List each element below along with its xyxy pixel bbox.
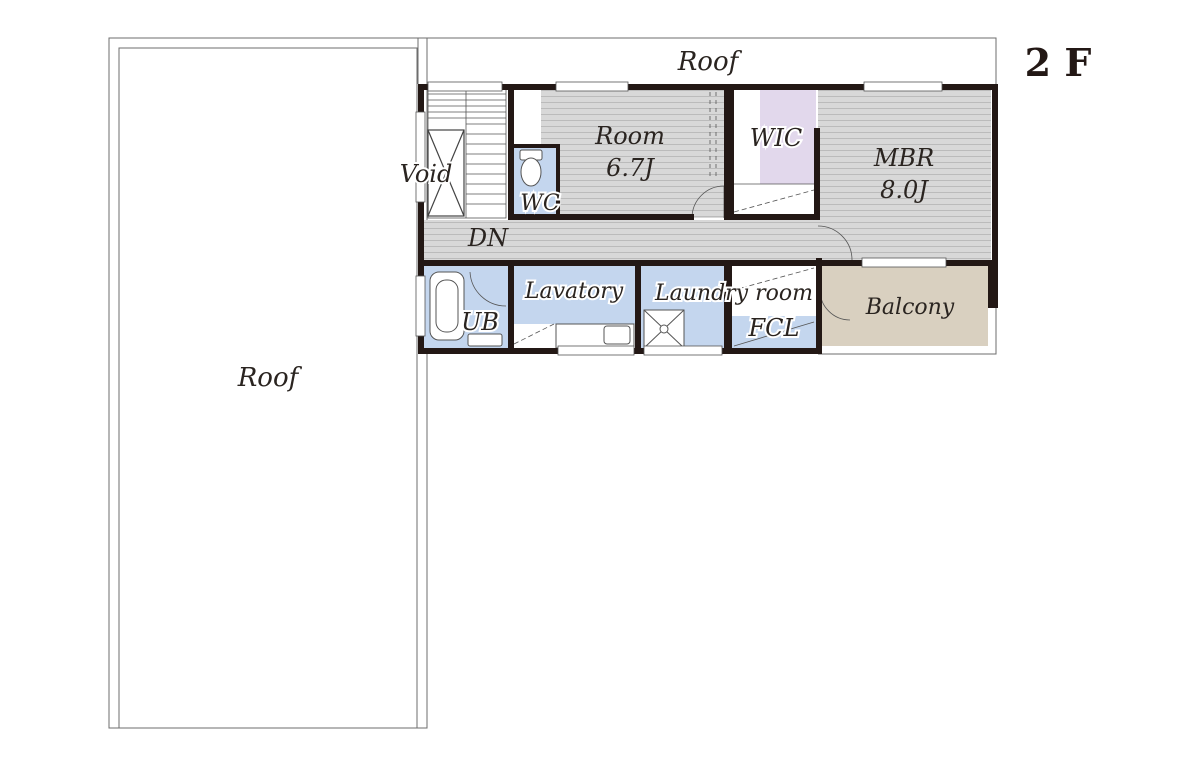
mbr-label: MBR — [873, 144, 934, 172]
windows — [415, 81, 947, 356]
room-floor — [541, 90, 725, 218]
ub-label: UB — [461, 308, 499, 336]
roof-top-label: Roof — [677, 47, 743, 77]
wic-label: WIC — [750, 124, 803, 152]
balcony-floor — [822, 266, 988, 346]
laundry-label: Laundry room — [654, 281, 813, 306]
lavatory-floor — [514, 266, 635, 324]
roof-outline — [108, 37, 997, 729]
roof-left-label: Roof — [237, 363, 303, 393]
bathtub — [429, 271, 503, 347]
wic-floor — [760, 90, 816, 184]
fcl-label: FCL — [748, 314, 800, 342]
lavatory-label: Lavatory — [524, 279, 624, 304]
washer-pan — [643, 309, 685, 349]
hallway-floor — [424, 220, 820, 262]
dn-label: DN — [467, 224, 509, 252]
balcony-label: Balcony — [865, 295, 955, 320]
room-size-label: 6.7J — [606, 154, 655, 182]
wc-label: WC — [520, 191, 560, 216]
mbr-size-label: 8.0J — [880, 176, 929, 204]
floor-label: 2 F — [1025, 40, 1092, 85]
door-swings — [469, 92, 853, 347]
room-label: Room — [594, 122, 665, 150]
fcl-closet — [732, 266, 816, 316]
toilet — [519, 149, 543, 187]
void-label: Void — [400, 160, 453, 188]
vanity-sink — [555, 323, 635, 349]
void-opening — [427, 129, 465, 217]
mbr-floor — [818, 90, 991, 260]
